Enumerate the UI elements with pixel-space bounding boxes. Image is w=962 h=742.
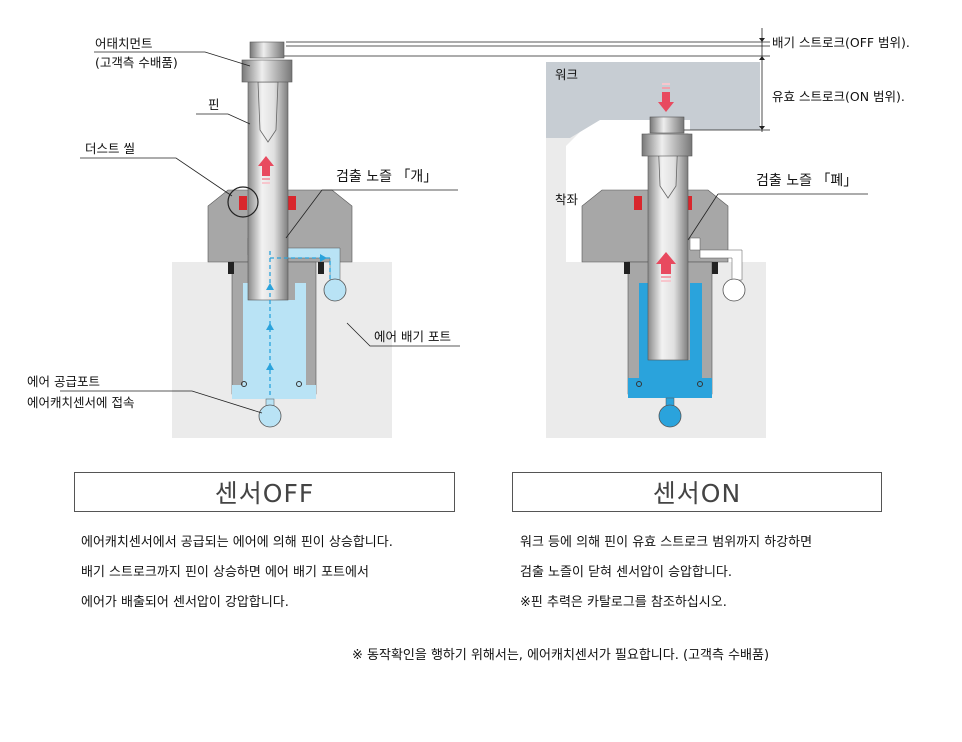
left-pin	[247, 79, 289, 301]
left-flow-path	[269, 248, 331, 395]
left-air-chamber	[243, 283, 306, 394]
right-nut	[641, 133, 693, 157]
right-down-arrow	[658, 92, 674, 112]
label-work: 워크	[555, 67, 579, 82]
right-diagram	[546, 62, 766, 438]
sensor-off-desc-3: 에어가 배출되어 센서압이 강압합니다.	[81, 595, 289, 610]
dust-seal-marker	[227, 186, 259, 218]
left-oring-2	[318, 262, 324, 274]
label-air-exhaust-port: 에어 배기 포트	[374, 329, 451, 344]
label-seat: 착좌	[555, 192, 579, 207]
right-exhaust-bulb	[722, 278, 746, 302]
left-air-bottom	[232, 385, 316, 399]
right-work	[546, 62, 760, 138]
left-diagram	[172, 41, 392, 438]
sensor-on-desc-1: 워크 등에 의해 핀이 유효 스트로크 범위까지 하강하면	[520, 535, 813, 550]
left-supply-bulb	[258, 404, 282, 428]
label-effective-stroke: 유효 스트로크(ON 범위).	[772, 89, 905, 104]
left-exhaust-bulb	[323, 278, 347, 302]
label-nozzle-closed: 검출 노즐 「폐」	[756, 173, 858, 189]
sensor-off-title: 센서OFF	[74, 472, 455, 512]
right-seat	[546, 120, 592, 262]
left-up-arrow	[258, 156, 274, 176]
stroke-dimensions	[284, 28, 770, 132]
right-up-arrow	[656, 252, 676, 274]
left-nut	[241, 59, 293, 83]
sensor-off-desc-1: 에어캐치센서에서 공급되는 에어에 의해 핀이 상승합니다.	[81, 535, 393, 550]
label-nozzle-open: 검출 노즐 「개」	[336, 169, 438, 185]
sensor-on-desc-3: ※핀 추력은 카탈로그를 참조하십시오.	[520, 595, 727, 610]
left-seal-left	[239, 196, 247, 210]
label-pin: 핀	[208, 97, 220, 112]
sensor-off-desc-2: 배기 스트로크까지 핀이 상승하면 에어 배기 포트에서	[81, 565, 369, 580]
label-dust-seal: 더스트 씰	[85, 141, 135, 156]
left-attachment	[249, 41, 285, 59]
label-attachment-sub: (고객측 수배품)	[95, 55, 178, 70]
footnote: ※ 동작확인을 행하기 위해서는, 에어캐치센서가 필요합니다. (고객측 수배…	[352, 648, 770, 663]
left-ball-1	[241, 381, 247, 387]
right-pin	[647, 133, 689, 361]
left-seal-right	[288, 196, 296, 210]
label-air-supply-port-sub: 에어캐치센서에 접속	[27, 395, 135, 410]
label-exhaust-stroke: 배기 스트로크(OFF 범위).	[772, 35, 910, 50]
right-attachment	[649, 116, 685, 134]
label-air-supply-port: 에어 공급포트	[27, 374, 100, 389]
right-air-bottom	[628, 378, 712, 398]
sensor-on-desc-2: 검출 노즐이 닫혀 센서압이 승압합니다.	[520, 565, 733, 580]
left-ball-2	[296, 381, 302, 387]
right-supply-bulb	[658, 404, 682, 428]
right-air-chamber	[639, 283, 702, 394]
left-oring-1	[228, 262, 234, 274]
sensor-on-title: 센서ON	[512, 472, 882, 512]
left-leaders	[60, 51, 460, 414]
label-attachment: 어태치먼트	[95, 36, 153, 51]
